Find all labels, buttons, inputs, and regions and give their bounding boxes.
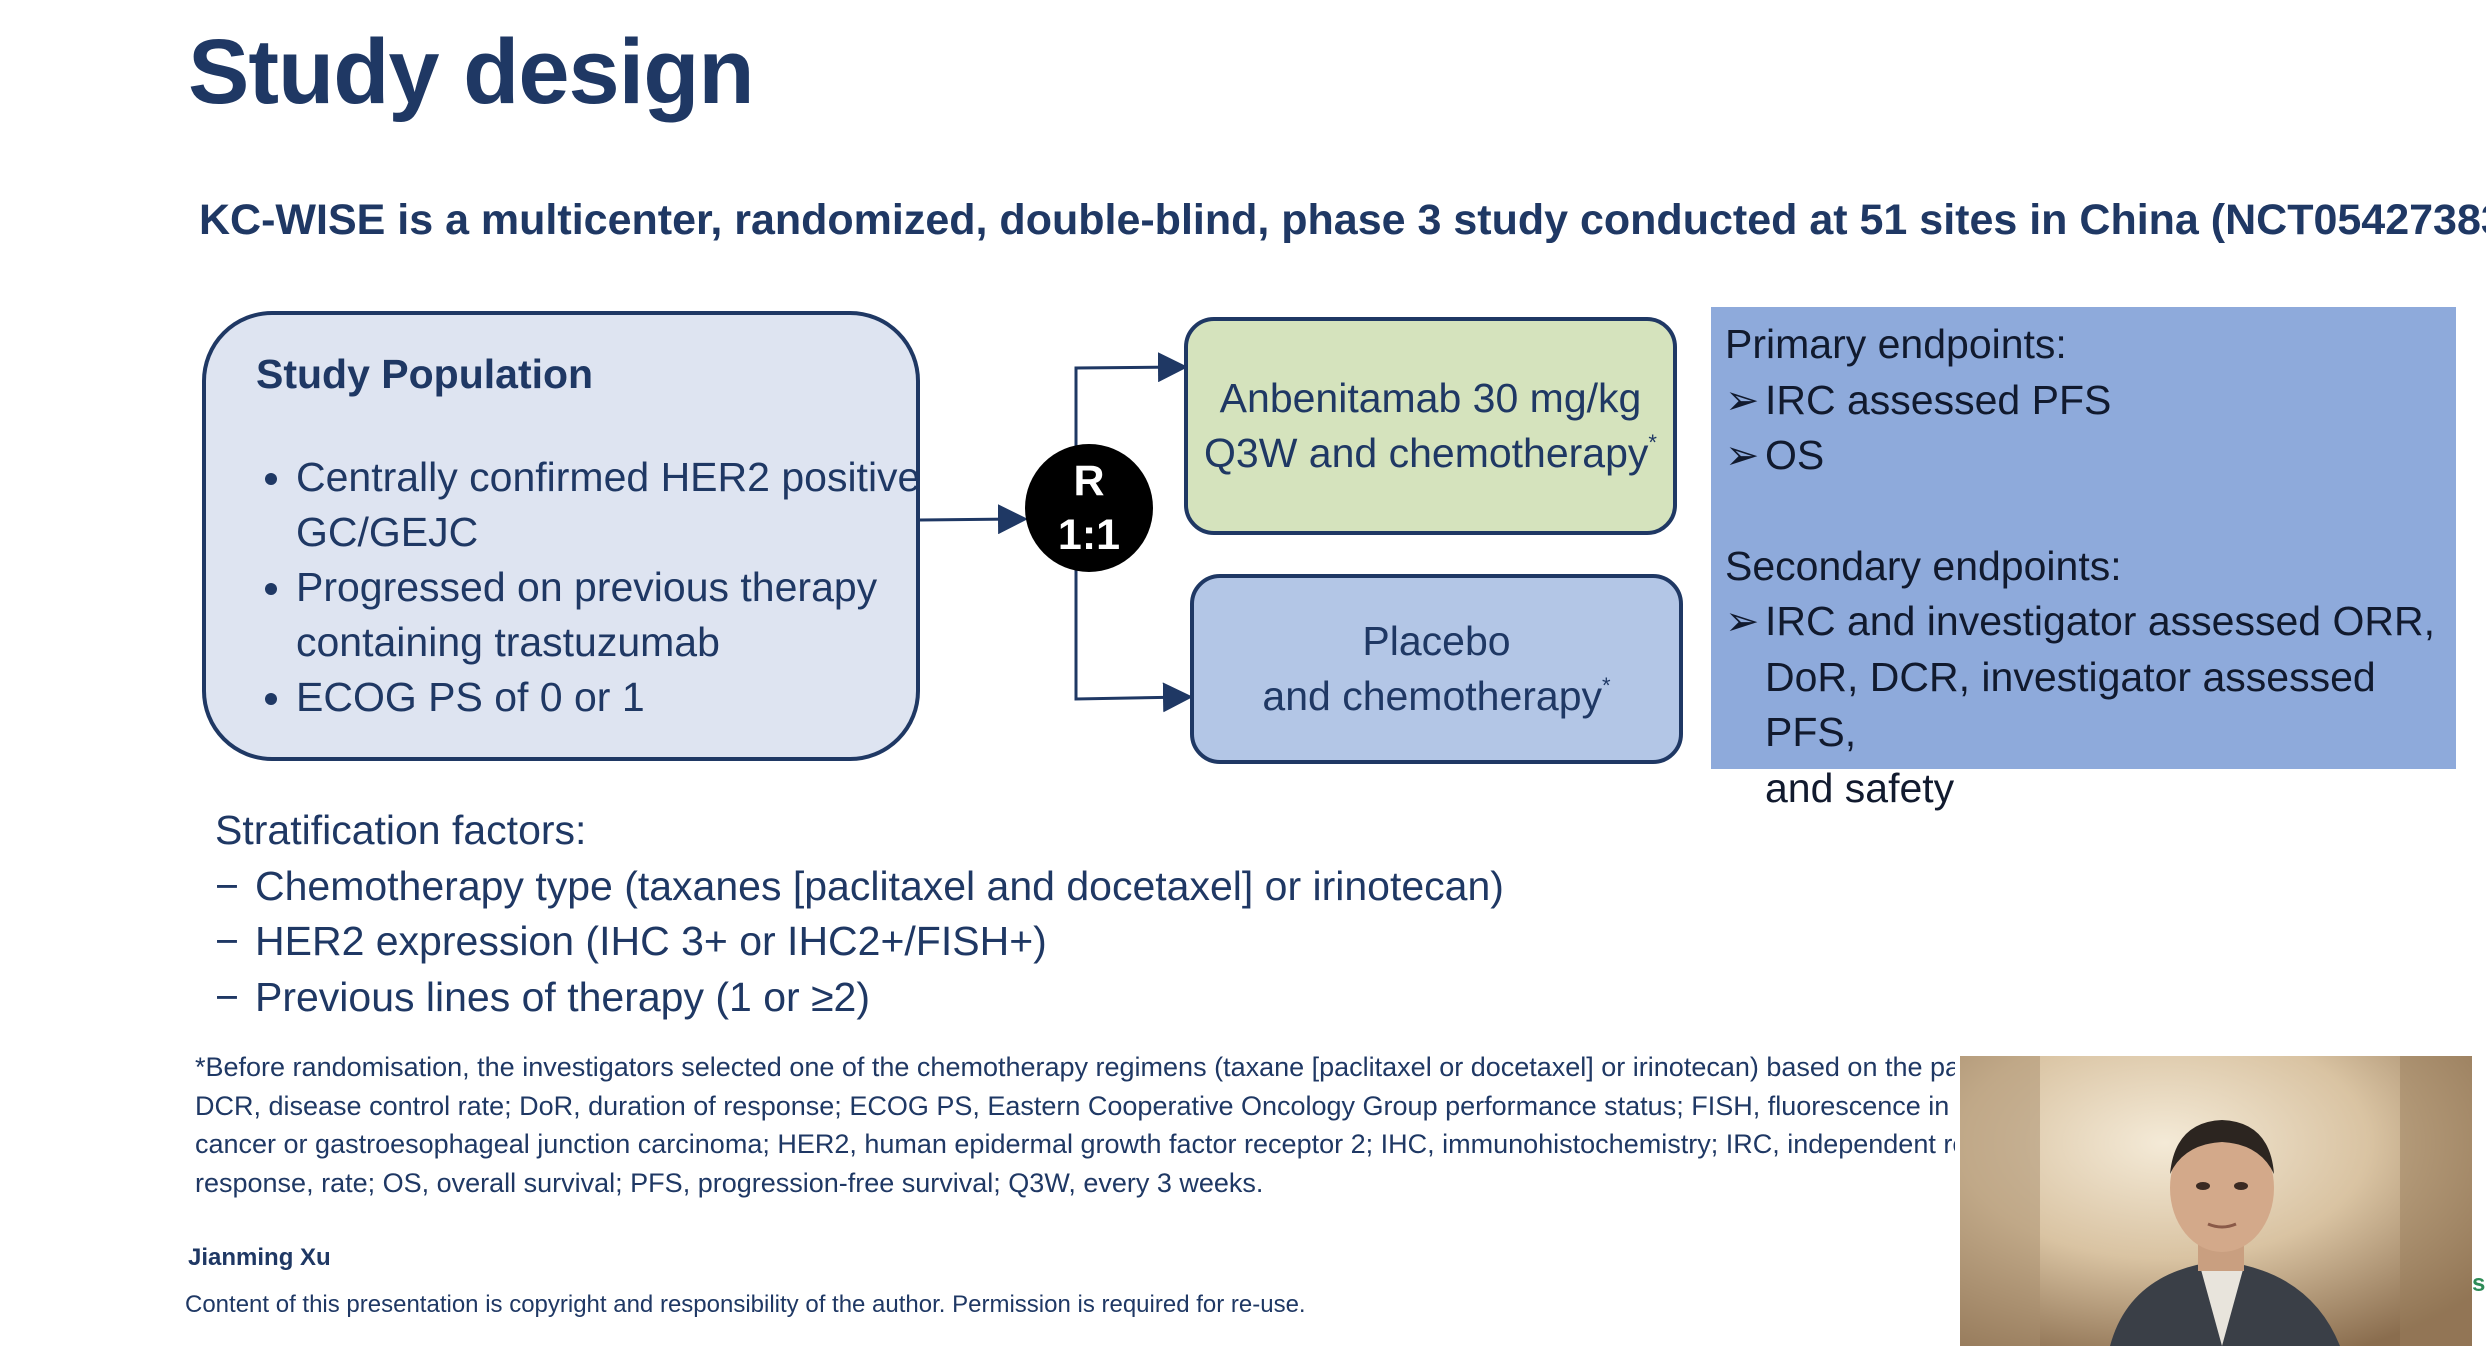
arm-label-line: Q3W and chemotherapy bbox=[1204, 430, 1649, 476]
randomization-label: R bbox=[1073, 457, 1105, 505]
dash-bullet: − bbox=[215, 973, 239, 1020]
footnote-line: response, rate; OS, overall survival; PF… bbox=[195, 1167, 1264, 1198]
endpoint-item: ➢OS bbox=[1725, 428, 2442, 484]
randomization-node: R 1:1 bbox=[1025, 444, 1153, 572]
study-population-box: Study Population Centrally confirmed HER… bbox=[202, 311, 920, 761]
footnote-marker: * bbox=[1602, 673, 1611, 698]
stratification-heading: Stratification factors: bbox=[215, 807, 587, 853]
footnote-line: *Before randomisation, the investigators… bbox=[195, 1052, 1955, 1082]
primary-endpoints-heading: Primary endpoints: bbox=[1725, 321, 2067, 367]
arrow-to-arm2 bbox=[1074, 570, 1193, 713]
randomization-ratio: 1:1 bbox=[1057, 511, 1121, 559]
presenter-video bbox=[1960, 1056, 2472, 1346]
presenter-portrait bbox=[1960, 1056, 2472, 1346]
arrow-bullet-icon: ➢ bbox=[1725, 432, 1760, 478]
arm-label-line: and chemotherapy bbox=[1262, 673, 1603, 719]
footnote-line: cancer or gastroesophageal junction carc… bbox=[195, 1129, 1955, 1159]
footnote-line: DCR, disease control rate; DoR, duration… bbox=[195, 1090, 1955, 1121]
arrow-to-arm1 bbox=[1074, 352, 1188, 446]
population-criteria-list: Centrally confirmed HER2 positive GC/GEJ… bbox=[246, 450, 936, 725]
arm-label-line: Anbenitamab 30 mg/kg bbox=[1219, 375, 1642, 421]
treatment-arm-box: Anbenitamab 30 mg/kg Q3W and chemotherap… bbox=[1184, 317, 1677, 535]
stratification-item: −HER2 expression (IHC 3+ or IHC2+/FISH+) bbox=[215, 914, 1504, 970]
slide-title: Study design bbox=[188, 21, 755, 123]
arm-label-line: Placebo bbox=[1362, 618, 1511, 664]
stratification-text: HER2 expression (IHC 3+ or IHC2+/FISH+) bbox=[255, 918, 1047, 964]
arrow-population-to-randomization bbox=[919, 504, 1028, 535]
secondary-endpoints-heading: Secondary endpoints: bbox=[1725, 542, 2122, 589]
endpoints-box: Primary endpoints: ➢IRC assessed PFS ➢OS… bbox=[1711, 307, 2456, 811]
study-summary: KC-WISE is a multicenter, randomized, do… bbox=[199, 196, 2486, 244]
dash-bullet: − bbox=[215, 918, 239, 964]
stratification-text: Previous lines of therapy (1 or ≥2) bbox=[255, 973, 870, 1020]
population-criterion: Centrally confirmed HER2 positive GC/GEJ… bbox=[296, 450, 936, 560]
endpoint-text: IRC and investigator assessed ORR, bbox=[1765, 598, 2435, 644]
study-population-heading: Study Population bbox=[256, 351, 594, 397]
endpoint-text: OS bbox=[1765, 432, 1825, 478]
footnote-marker: * bbox=[1648, 430, 1657, 455]
population-criterion: ECOG PS of 0 or 1 bbox=[296, 670, 936, 725]
dash-bullet: − bbox=[215, 862, 239, 909]
endpoint-item: ➢IRC assessed PFS bbox=[1725, 373, 2442, 429]
stratification-factors: Stratification factors: −Chemotherapy ty… bbox=[215, 803, 1504, 1025]
slide-edge-mark: s bbox=[2472, 1270, 2486, 1297]
endpoint-text: IRC assessed PFS bbox=[1765, 376, 2112, 423]
arrow-bullet-icon: ➢ bbox=[1725, 598, 1760, 644]
placebo-arm-box: Placebo and chemotherapy* bbox=[1190, 574, 1683, 764]
arrow-bullet-icon: ➢ bbox=[1725, 376, 1760, 423]
stratification-text: Chemotherapy type (taxanes [paclitaxel a… bbox=[255, 862, 1504, 909]
footnotes: *Before randomisation, the investigators… bbox=[195, 1048, 1955, 1202]
stratification-item: −Chemotherapy type (taxanes [paclitaxel … bbox=[215, 859, 1504, 915]
copyright-notice: Content of this presentation is copyrigh… bbox=[185, 1291, 1306, 1318]
endpoint-text: DoR, DCR, investigator assessed PFS, bbox=[1765, 653, 2376, 756]
stratification-item: −Previous lines of therapy (1 or ≥2) bbox=[215, 970, 1504, 1026]
endpoint-text: and safety bbox=[1765, 764, 1955, 811]
population-criterion: Progressed on previous therapy containin… bbox=[296, 560, 936, 670]
endpoint-item: ➢ IRC and investigator assessed ORR, DoR… bbox=[1725, 594, 2442, 816]
author-name: Jianming Xu bbox=[188, 1244, 331, 1271]
